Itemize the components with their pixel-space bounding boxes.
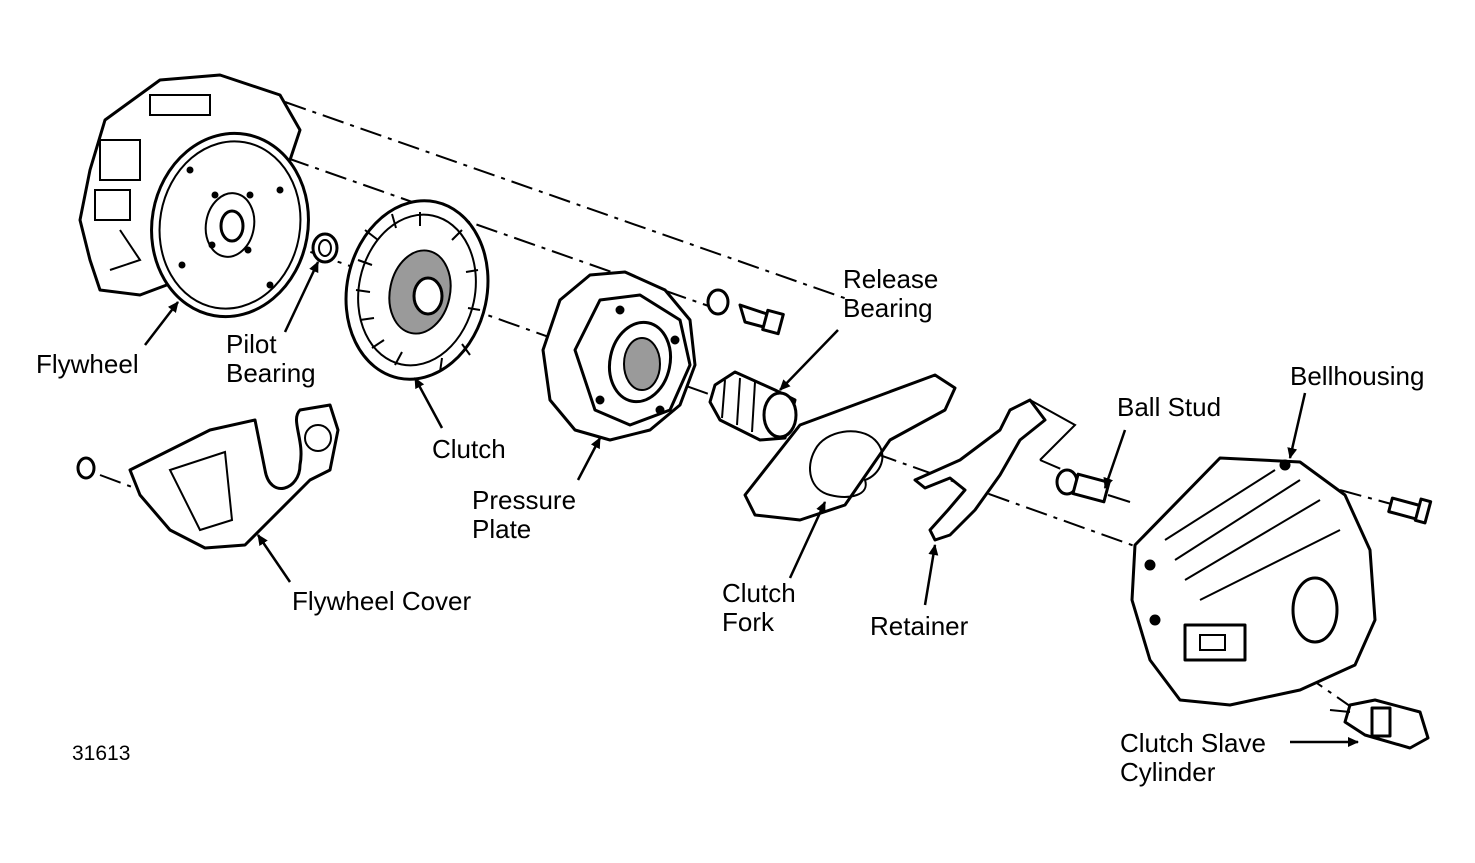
- label-clutch-fork-line2: Fork: [722, 607, 774, 637]
- label-pressure-plate-line2: Plate: [472, 514, 532, 544]
- pressure-plate: [541, 270, 697, 442]
- figure-number: 31613: [72, 742, 131, 765]
- label-flywheel: Flywheel: [36, 349, 139, 379]
- clutch-disc: [344, 199, 490, 381]
- label-pilot-bearing-line2: Bearing: [226, 358, 316, 388]
- leader-arrows: [144, 261, 1359, 747]
- release-bearing: [708, 370, 798, 442]
- pilot-bearing: [311, 232, 339, 264]
- label-clutch-fork-line1: Clutch: [722, 578, 796, 608]
- label-release-bearing-line1: Release: [843, 264, 939, 294]
- clutch-slave-cylinder: [1329, 698, 1430, 750]
- flywheel-cover: [76, 403, 340, 550]
- label-retainer: Retainer: [870, 611, 969, 641]
- label-pilot-bearing-line1: Pilot: [226, 329, 277, 359]
- label-bellhousing: Bellhousing: [1290, 361, 1425, 391]
- label-flywheel-cover: Flywheel Cover: [292, 586, 472, 616]
- flywheel: [150, 131, 310, 319]
- label-pressure-plate-line1: Pressure: [472, 485, 577, 515]
- pressure-plate-bolt: [706, 288, 785, 336]
- bellhousing: [1130, 456, 1377, 707]
- bellhousing-bolt: [1387, 496, 1433, 525]
- label-ball-stud: Ball Stud: [1117, 392, 1222, 422]
- retainer: [913, 398, 1077, 542]
- label-clutch-slave-cylinder-line1: Clutch Slave: [1120, 728, 1266, 758]
- label-clutch-slave-cylinder-line2: Cylinder: [1120, 757, 1216, 787]
- clutch-fork: [743, 373, 957, 522]
- ball-stud: [1055, 468, 1131, 504]
- label-release-bearing-line2: Bearing: [843, 293, 933, 323]
- label-clutch: Clutch: [432, 434, 506, 464]
